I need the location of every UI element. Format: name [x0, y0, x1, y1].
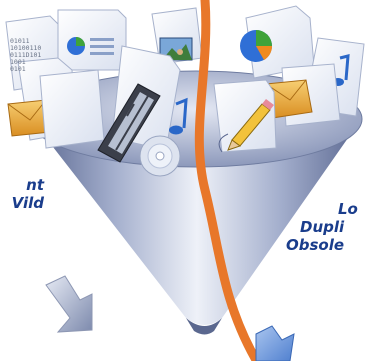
envelope-icon — [265, 79, 313, 119]
binary-text-line: 10100110 — [10, 44, 42, 52]
binary-text-line: 0101 — [10, 65, 26, 73]
document-icon — [240, 5, 315, 79]
pencil-icon — [218, 99, 274, 153]
pie-chart-icon — [67, 37, 114, 55]
document-icon — [213, 79, 277, 153]
music-note-icon — [169, 97, 188, 135]
film-strip-icon — [97, 83, 161, 163]
orange-path — [194, 0, 261, 361]
binary-text-line: 01011 — [10, 37, 30, 45]
document-icon — [39, 69, 105, 149]
document-icon — [265, 63, 341, 127]
right-label-line: Dupli — [300, 218, 345, 236]
arrow-icon — [45, 275, 93, 333]
left-label-line: nt — [26, 176, 44, 194]
binary-text-line: 1001 — [10, 58, 26, 66]
right-label-line: Obsole — [286, 236, 345, 254]
document-icon — [151, 7, 203, 65]
binary-text-line: 0111D101 — [10, 51, 42, 59]
right-label-line: Lo — [338, 200, 358, 218]
pie-chart-icon — [240, 30, 273, 62]
arrow-icon — [255, 325, 295, 361]
left-label-line: Vild — [11, 194, 44, 212]
cd-disc-icon — [139, 135, 181, 177]
document-icon — [57, 9, 127, 71]
